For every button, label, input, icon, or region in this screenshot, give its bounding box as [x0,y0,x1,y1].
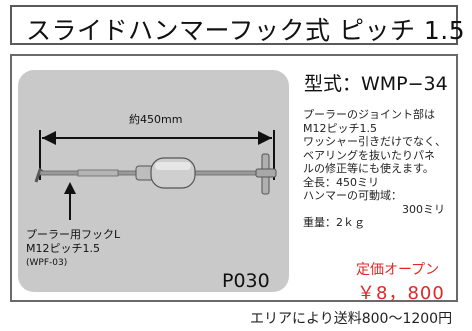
description-line: ベアリングを抜いたりパネ [303,148,435,162]
hook-label: プーラー用フックL M12ピッチ1.5 (WPF-03) [26,228,120,270]
product-title: スライドハンマーフック式 ピッチ 1.5 [26,16,466,45]
description-line: ルの修正等にも使えます。 [303,162,434,175]
product-code: P030 [222,270,270,292]
slide-hammer-illustration [34,130,277,220]
model-number: 型式：WMP−34 [304,73,448,95]
hook-label-line2: M12ピッチ1.5 [26,242,100,255]
description-line: ワッシャー引きだけでなく、 [303,135,446,148]
description-line: プーラーのジョイント部は [303,108,435,121]
description-line: ハンマーの可動域： [303,189,402,202]
product-description: プーラーのジョイント部は M12ピッチ1.5 ワッシャー引きだけでなく、 ベアリ… [303,108,453,230]
weight: 重量：2ｋｇ [303,216,365,229]
hammer-range: 300ミリ [402,202,445,216]
price-label: 定価オープン [356,262,440,278]
description-line: M12ピッチ1.5 [303,121,377,135]
title-box: スライドハンマーフック式 ピッチ 1.5 [10,5,465,45]
price: ￥8，800 [357,283,445,304]
dimension-label: 約450mm [129,113,183,126]
hook-label-line3: (WPF-03) [26,258,68,268]
hook-label-line1: プーラー用フックL [26,228,121,241]
description-line: 全長：450ミリ [303,175,379,189]
product-photo [18,70,289,292]
shipping-note: エリアにより送料800〜1200円 [250,311,453,327]
